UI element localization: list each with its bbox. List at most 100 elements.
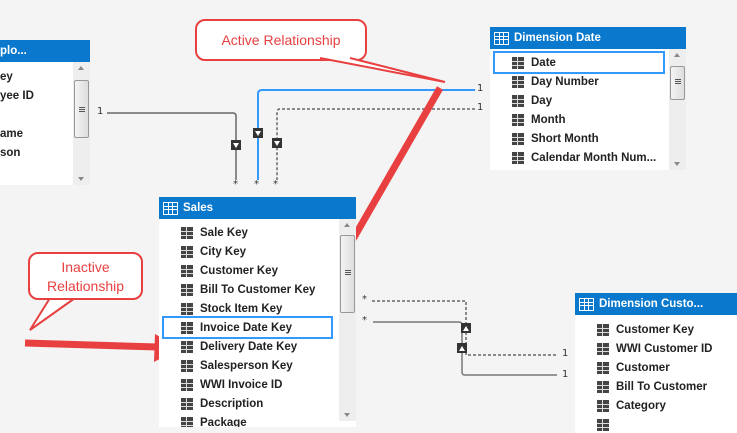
cardinality-one: 1 <box>477 83 484 94</box>
cardinality-many: * <box>273 179 278 190</box>
field-row[interactable]: Sale Key <box>181 223 248 242</box>
table-header[interactable]: Sales <box>159 197 356 219</box>
field-row[interactable]: Day Number <box>512 72 599 91</box>
field-row[interactable]: Category <box>597 396 666 415</box>
field-name: Customer Key <box>616 323 694 336</box>
field-row[interactable]: Short Month <box>512 129 599 148</box>
scrollbar[interactable] <box>669 49 686 170</box>
table-header[interactable]: Dimension Custo... <box>575 293 737 315</box>
field-row[interactable]: ame <box>0 124 23 143</box>
column-icon <box>181 340 193 353</box>
callout-text: Inactive Relationship <box>46 259 125 294</box>
column-icon <box>181 397 193 410</box>
field-row[interactable]: son <box>0 143 20 162</box>
field-row[interactable]: Salesperson Key <box>181 356 293 375</box>
field-name: Date <box>531 56 556 69</box>
field-name: Invoice Date Key <box>200 321 293 334</box>
column-icon <box>181 245 193 258</box>
column-icon <box>512 75 524 88</box>
column-icon <box>597 399 609 412</box>
dimension-customer-table[interactable]: Dimension Custo... Customer Key WWI Cust… <box>575 293 737 433</box>
direction-markers <box>231 128 471 353</box>
field-row[interactable]: WWI Invoice ID <box>181 375 282 394</box>
scrollbar[interactable] <box>73 62 90 185</box>
column-icon <box>597 342 609 355</box>
cardinality-many: * <box>362 294 367 305</box>
field-name: WWI Customer ID <box>616 342 713 355</box>
column-icon <box>512 113 524 126</box>
scroll-up-icon[interactable] <box>78 66 84 70</box>
scroll-down-icon[interactable] <box>674 162 680 166</box>
column-icon <box>181 264 193 277</box>
field-name: City Key <box>200 245 247 258</box>
field-row[interactable]: Day <box>512 91 552 110</box>
column-icon <box>181 378 193 391</box>
column-icon <box>181 416 193 427</box>
field-name: son <box>0 146 21 159</box>
field-row[interactable]: yee ID <box>0 86 34 105</box>
table-header[interactable]: plo... <box>0 40 90 62</box>
employee-table[interactable]: plo... ey yee ID ame son <box>0 40 90 185</box>
field-name: Day <box>531 94 553 107</box>
column-icon <box>512 94 524 107</box>
column-icon <box>597 361 609 374</box>
active-date-relationship <box>257 89 475 180</box>
column-icon <box>181 283 193 296</box>
field-row[interactable]: ey <box>0 67 13 86</box>
field-name: Calendar Month Num... <box>531 151 657 164</box>
field-row[interactable]: Bill To Customer <box>597 377 707 396</box>
field-row[interactable]: Customer <box>597 358 670 377</box>
column-icon <box>512 56 524 69</box>
table-header[interactable]: Dimension Date <box>490 27 686 49</box>
field-row[interactable]: Month <box>512 110 565 129</box>
table-title: plo... <box>0 45 27 57</box>
field-name: Short Month <box>531 132 599 145</box>
column-icon <box>181 302 193 315</box>
field-row[interactable]: Bill To Customer Key <box>181 280 315 299</box>
field-row[interactable]: Customer Key <box>597 320 694 339</box>
scroll-up-icon[interactable] <box>344 223 350 227</box>
field-name: Stock Item Key <box>200 302 283 315</box>
field-row[interactable]: Customer Key <box>181 261 278 280</box>
active-relationship-callout: Active Relationship <box>195 19 367 61</box>
field-name: Month <box>531 113 566 126</box>
sales-table[interactable]: Sales Sale Key City Key Customer Key Bil… <box>159 197 356 427</box>
field-name: Sale Key <box>200 226 248 239</box>
field-row[interactable]: City Key <box>181 242 246 261</box>
column-icon <box>597 323 609 336</box>
field-row[interactable]: Description <box>181 394 263 413</box>
field-row[interactable] <box>597 415 616 433</box>
table-icon <box>163 201 178 215</box>
scrollbar[interactable] <box>339 219 356 421</box>
field-row[interactable]: Stock Item Key <box>181 299 282 318</box>
field-row-selected[interactable]: Invoice Date Key <box>162 316 333 339</box>
table-title: Dimension Custo... <box>599 298 704 310</box>
cardinality-one: 1 <box>477 102 484 113</box>
field-row[interactable]: Calendar Month Num... <box>512 148 656 167</box>
inactive-date-relationship <box>276 108 475 180</box>
table-title: Sales <box>183 202 214 214</box>
field-name: Package <box>200 416 247 428</box>
dimension-date-table[interactable]: Dimension Date Date Day Number Day Month… <box>490 27 686 170</box>
field-name: Day Number <box>531 75 599 88</box>
field-name: yee ID <box>0 89 34 102</box>
cardinality-one: 1 <box>97 106 104 117</box>
inactive-relationship-callout: Inactive Relationship <box>28 252 143 300</box>
column-icon <box>181 226 193 239</box>
field-name: ey <box>0 70 13 83</box>
cardinality-one: 1 <box>562 369 569 380</box>
field-row[interactable]: WWI Customer ID <box>597 339 712 358</box>
field-name: WWI Invoice ID <box>200 378 283 391</box>
scroll-down-icon[interactable] <box>78 177 84 181</box>
scroll-up-icon[interactable] <box>674 53 680 57</box>
table-title: Dimension Date <box>514 32 601 44</box>
column-icon <box>512 151 524 164</box>
field-name: Category <box>616 399 666 412</box>
column-icon <box>181 359 193 372</box>
cardinality-many: * <box>362 315 367 326</box>
field-name: Salesperson Key <box>200 359 293 372</box>
field-row[interactable]: Package <box>181 413 247 427</box>
field-row[interactable]: Delivery Date Key <box>181 337 297 356</box>
scroll-down-icon[interactable] <box>344 413 350 417</box>
field-row-selected[interactable]: Date <box>493 51 665 74</box>
